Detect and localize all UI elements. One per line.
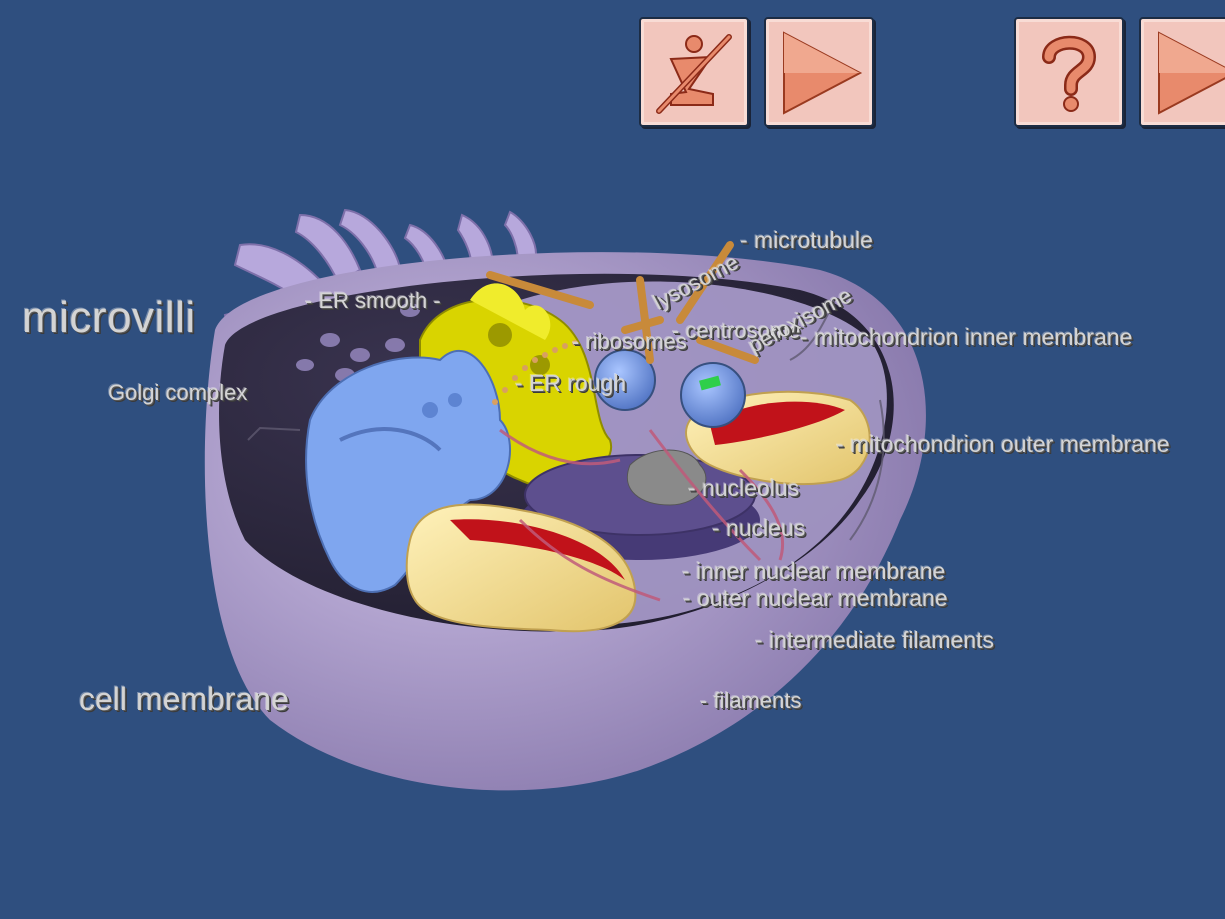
label-microtubule[interactable]: - microtubule <box>740 227 873 253</box>
label-nucleolus[interactable]: - nucleolus <box>688 475 800 501</box>
label-centrosome[interactable]: - centrosome <box>672 318 801 343</box>
label-er-smooth[interactable]: - ER smooth - <box>305 288 441 313</box>
label-golgi-complex[interactable]: Golgi complex <box>108 380 248 405</box>
play-arrow-icon <box>1158 31 1225 115</box>
label-mitochondrion-outer-membrane[interactable]: - mitochondrion outer membrane <box>836 431 1170 457</box>
label-filaments[interactable]: - filaments <box>700 688 802 713</box>
help-button[interactable] <box>1014 17 1124 127</box>
mitochondrion-lower[interactable] <box>405 503 637 633</box>
golgi-complex[interactable] <box>305 350 511 593</box>
peroxisome-sphere[interactable] <box>680 362 746 428</box>
lysosome-sphere[interactable] <box>594 349 656 411</box>
label-ribosomes[interactable]: - ribosomes <box>572 329 687 354</box>
label-nucleus[interactable]: - nucleus <box>712 515 806 541</box>
label-inner-nuclear-membrane[interactable]: - inner nuclear membrane <box>682 558 946 584</box>
play-button[interactable] <box>764 17 874 127</box>
cytoskeleton-filaments <box>499 428 785 602</box>
nucleolus-shape <box>626 449 707 506</box>
play-button-secondary[interactable] <box>1139 17 1225 127</box>
label-er-rough[interactable]: - ER rough <box>515 370 627 396</box>
label-outer-nuclear-membrane[interactable]: - outer nuclear membrane <box>683 585 948 611</box>
posture-button[interactable] <box>639 17 749 127</box>
question-mark-icon <box>1042 35 1097 112</box>
microtubules[interactable] <box>486 241 759 364</box>
play-arrow-icon <box>783 31 863 115</box>
label-intermediate-filaments[interactable]: - intermediate filaments <box>755 627 995 653</box>
label-mitochondrion-inner-membrane[interactable]: - mitochondrion inner membrane <box>800 324 1133 350</box>
walking-figure-icon <box>656 34 732 114</box>
label-cell-membrane[interactable]: cell membrane <box>79 681 289 717</box>
label-microvilli[interactable]: microvilli <box>22 293 196 342</box>
